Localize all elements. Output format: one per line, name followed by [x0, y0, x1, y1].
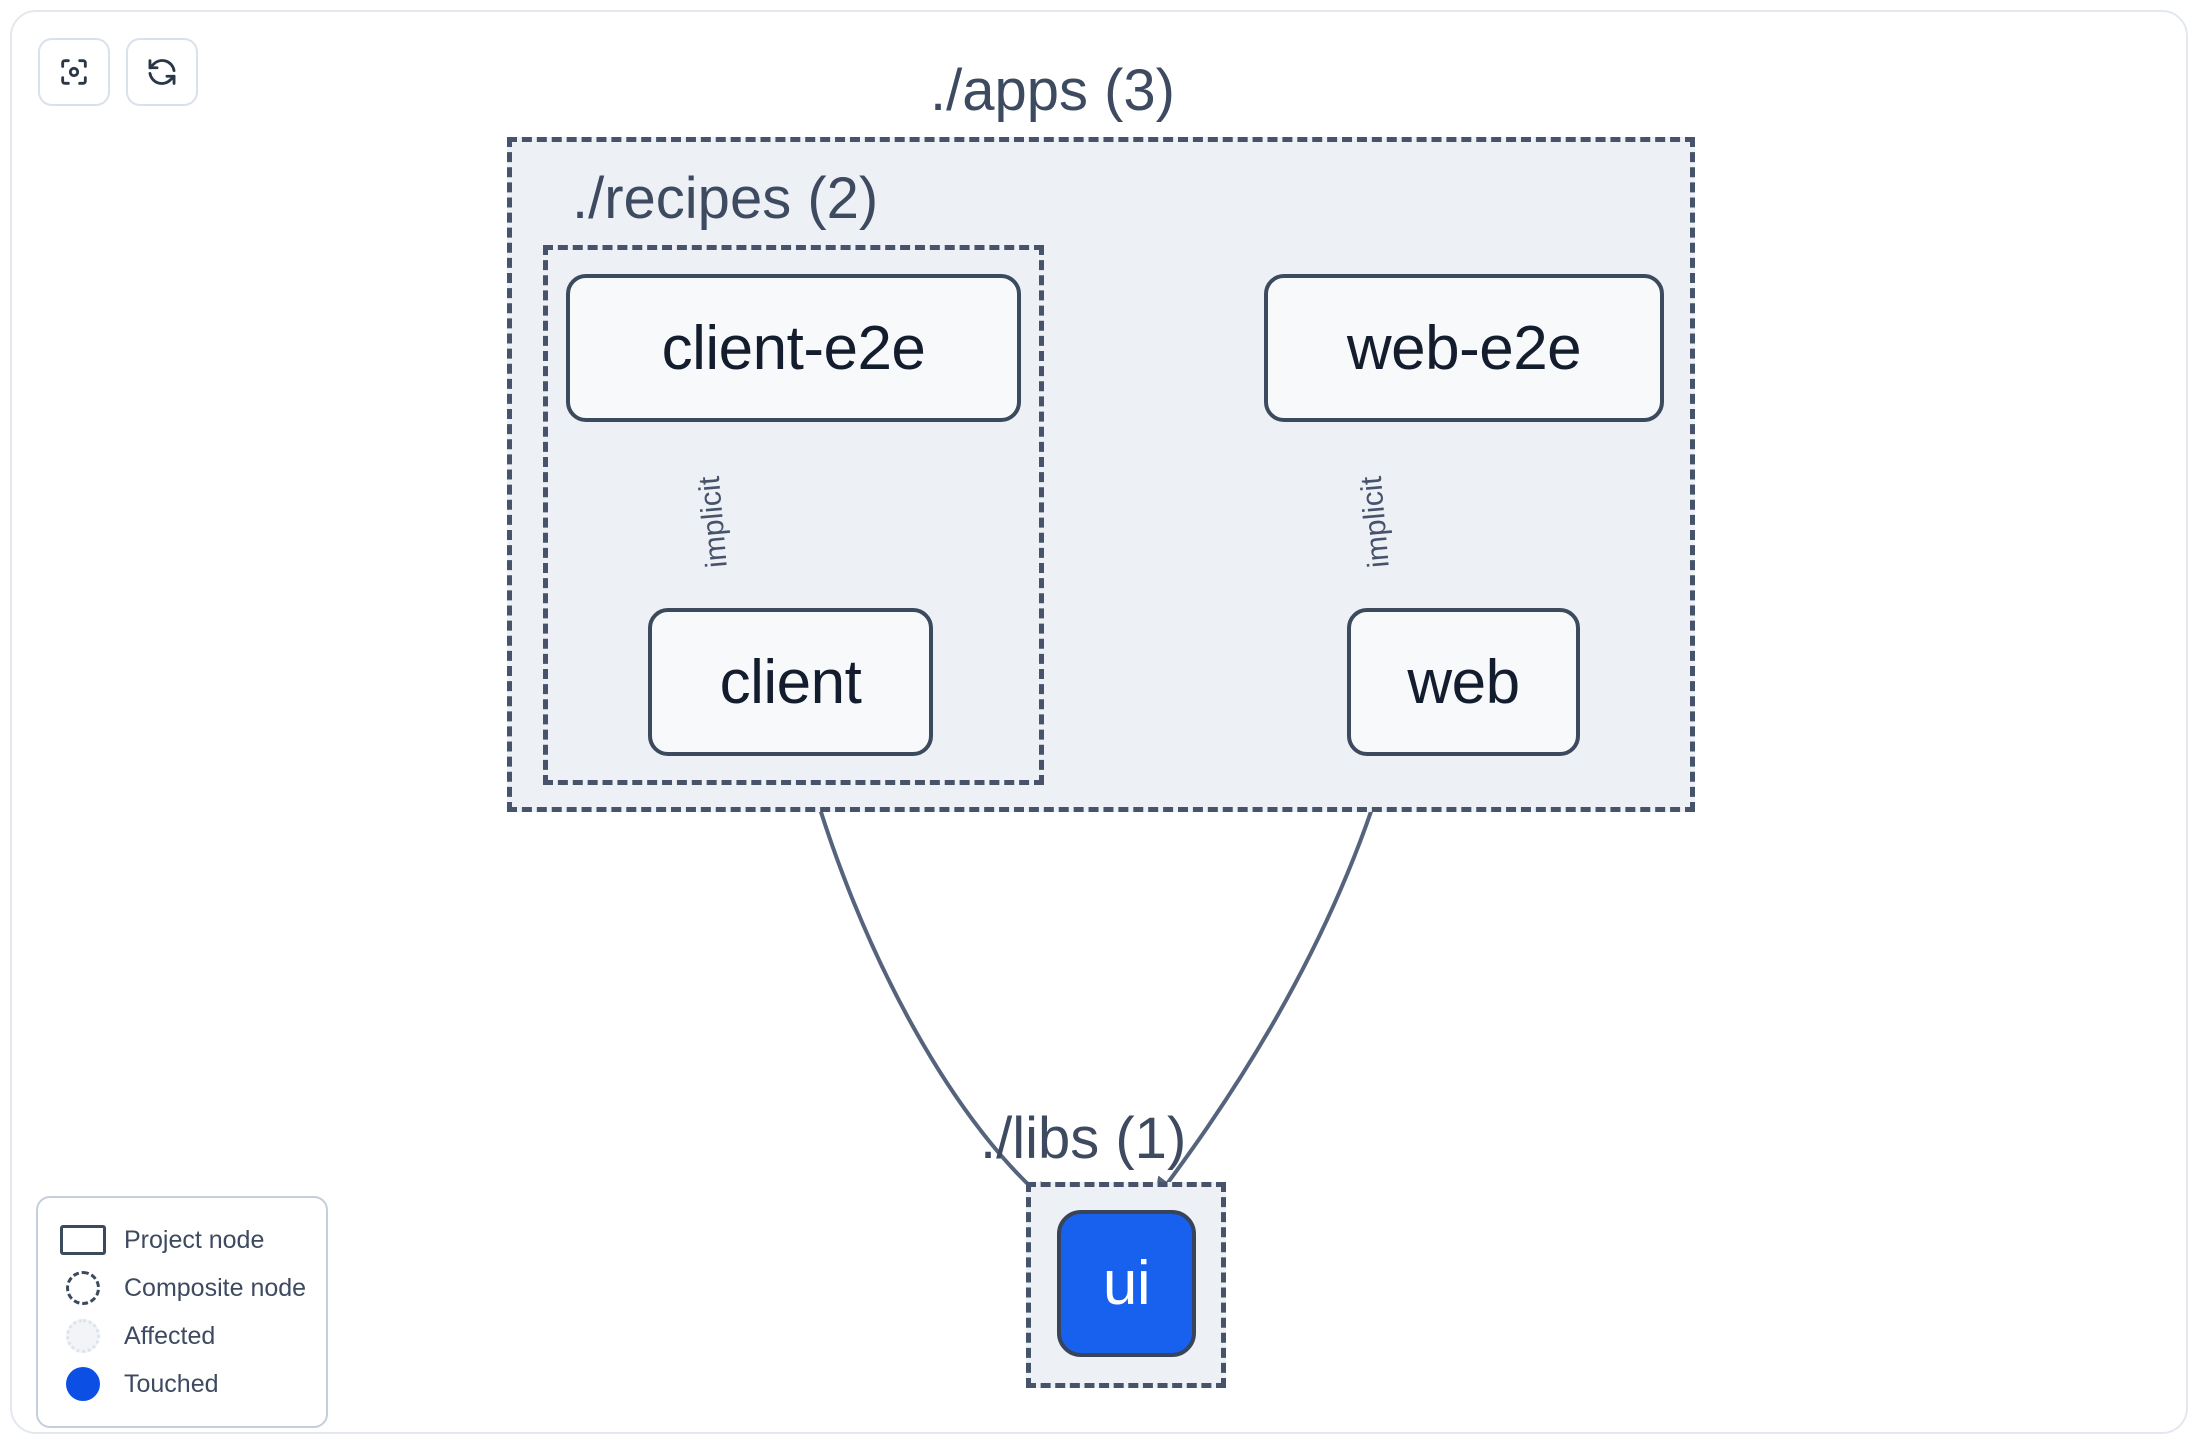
- focus-graph-button[interactable]: [38, 38, 110, 106]
- legend-label-affected: Affected: [124, 1321, 216, 1350]
- refresh-icon: [145, 55, 179, 89]
- legend-item-composite-node: Composite node: [60, 1264, 306, 1312]
- project-node-ui[interactable]: ui: [1057, 1210, 1196, 1357]
- edge-web-to-ui: [1153, 757, 1390, 1202]
- legend-label-project-node: Project node: [124, 1225, 265, 1254]
- touched-swatch: [60, 1367, 116, 1401]
- project-node-client-e2e[interactable]: client-e2e: [566, 274, 1021, 422]
- graph-legend: Project node Composite node Affected Tou…: [36, 1196, 328, 1428]
- legend-item-touched: Touched: [60, 1360, 306, 1408]
- focus-target-icon: [57, 55, 91, 89]
- affected-swatch: [60, 1319, 116, 1353]
- edge-client-to-ui: [803, 757, 1052, 1206]
- composite-node-swatch: [60, 1271, 116, 1305]
- legend-item-project-node: Project node: [60, 1216, 306, 1264]
- refresh-graph-button[interactable]: [126, 38, 198, 106]
- graph-toolbar: [38, 38, 198, 106]
- group-label-recipes: ./recipes (2): [572, 166, 879, 231]
- project-node-client[interactable]: client: [648, 608, 933, 756]
- group-label-libs: ./libs (1): [980, 1106, 1187, 1171]
- project-node-web-e2e[interactable]: web-e2e: [1264, 274, 1664, 422]
- legend-label-composite-node: Composite node: [124, 1273, 307, 1302]
- legend-label-touched: Touched: [124, 1369, 219, 1398]
- legend-item-affected: Affected: [60, 1312, 306, 1360]
- group-label-apps: ./apps (3): [930, 58, 1175, 123]
- project-node-web[interactable]: web: [1347, 608, 1580, 756]
- project-node-swatch: [60, 1225, 116, 1255]
